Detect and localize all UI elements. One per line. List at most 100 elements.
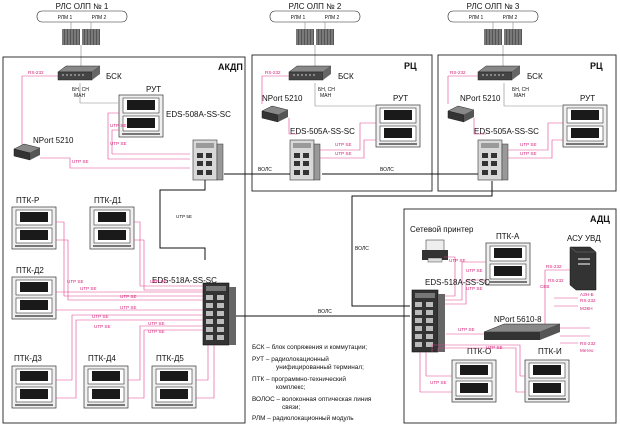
svg-text:БН, СН: БН, СН bbox=[512, 87, 529, 93]
svg-text:ПТК-Д3: ПТК-Д3 bbox=[14, 354, 42, 363]
rc2-rut: РУТ bbox=[562, 94, 608, 148]
svg-text:РУТ: РУТ bbox=[393, 94, 408, 103]
radar-1-rlm-2: РЛМ 2 bbox=[92, 15, 107, 21]
svg-text:UTP SE: UTP SE bbox=[110, 123, 127, 128]
svg-text:СЕВ: СЕВ bbox=[540, 284, 549, 289]
adc-ptk-a: ПТК-А bbox=[485, 232, 531, 286]
svg-text:БН, СН: БН, СН bbox=[318, 87, 335, 93]
svg-text:UTP SE: UTP SE bbox=[120, 305, 137, 310]
rc1-rut: РУТ bbox=[375, 94, 421, 148]
radar-3: РЛС ОЛП № 3 РЛМ 1 РЛМ 2 bbox=[447, 2, 539, 46]
rc1-frame bbox=[251, 54, 433, 192]
svg-text:БСК: БСК bbox=[106, 72, 122, 81]
svg-text:ПТК-Р: ПТК-Р bbox=[16, 196, 39, 205]
svg-text:РУТ: РУТ bbox=[580, 94, 595, 103]
svg-text:UTP SE: UTP SE bbox=[335, 142, 352, 147]
svg-text:МАН: МАН bbox=[514, 93, 526, 99]
svg-text:ПТК-Д1: ПТК-Д1 bbox=[94, 196, 122, 205]
akdp-eds-small bbox=[192, 139, 224, 181]
svg-text:UTP SE: UTP SE bbox=[520, 151, 537, 156]
svg-text:UTP SE: UTP SE bbox=[520, 142, 537, 147]
akdp-nport: NPort 5210 bbox=[13, 136, 74, 161]
svg-text:ПТК-О: ПТК-О bbox=[467, 347, 491, 356]
legend-line-5: комплекс; bbox=[276, 384, 306, 391]
svg-text:БСК: БСК bbox=[527, 72, 543, 81]
rc1-eds-label: EDS-505A-SS-SC bbox=[290, 127, 355, 136]
adc-eds-label: EDS-518A-SS-SC bbox=[425, 278, 490, 287]
svg-text:RS-232: RS-232 bbox=[548, 278, 564, 283]
rc2-nport: NPort 5210 bbox=[447, 94, 501, 123]
svg-text:UTP SE: UTP SE bbox=[335, 151, 352, 156]
svg-text:NPort 5210: NPort 5210 bbox=[33, 136, 74, 145]
rc2-frame bbox=[437, 54, 617, 192]
adc-name: АДЦ bbox=[590, 214, 610, 224]
svg-text:UTP SE: UTP SE bbox=[148, 329, 165, 334]
adc-printer bbox=[422, 239, 448, 263]
radar-3-rlm-2: РЛМ 2 bbox=[503, 15, 518, 21]
legend-line-8: РЛМ – радиолокационный модуль bbox=[252, 414, 354, 422]
akdp-bsk: БСК bbox=[57, 65, 122, 81]
svg-text:UTP SE: UTP SE bbox=[458, 327, 475, 332]
rc1-bsk: БСК bbox=[288, 65, 354, 81]
svg-text:UTP SE: UTP SE bbox=[150, 279, 167, 284]
svg-text:UTP SE: UTP SE bbox=[466, 286, 483, 291]
legend: БСК – блок сопряжения и коммутации; РУТ … bbox=[252, 343, 372, 422]
ptk-d2: ПТК-Д2 bbox=[11, 266, 57, 320]
svg-text:UTP SE: UTP SE bbox=[449, 258, 466, 263]
svg-text:ВОЛС: ВОЛС bbox=[380, 167, 394, 173]
rc2-name: РЦ bbox=[590, 61, 603, 71]
svg-text:БСК: БСК bbox=[338, 72, 354, 81]
svg-text:RS-232: RS-232 bbox=[28, 70, 44, 75]
legend-line-1: БСК – блок сопряжения и коммутации; bbox=[252, 343, 367, 351]
svg-text:UTP SE: UTP SE bbox=[430, 380, 447, 385]
ptk-r: ПТК-Р bbox=[11, 196, 57, 250]
legend-line-4: ПТК – программно-технический bbox=[252, 375, 346, 383]
legend-line-6: ВОЛОС – волоконная оптическая линия bbox=[252, 396, 372, 403]
legend-line-7: связи; bbox=[282, 404, 300, 411]
adc-ptk-o: ПТК-О bbox=[451, 347, 497, 403]
svg-text:RS-232: RS-232 bbox=[580, 341, 596, 346]
akdp-frame bbox=[2, 56, 246, 424]
akdp-name: АКДП bbox=[218, 62, 243, 72]
svg-text:RS-232: RS-232 bbox=[265, 70, 281, 75]
svg-text:UTP SE: UTP SE bbox=[67, 279, 84, 284]
radar-2-title: РЛС ОЛП № 2 bbox=[289, 2, 342, 11]
svg-text:EDS-518A-SS-SC: EDS-518A-SS-SC bbox=[152, 276, 217, 285]
adc-eds bbox=[411, 289, 446, 353]
legend-line-2: РУТ – радиолокационный bbox=[252, 355, 329, 363]
akdp-eds-small-label: EDS-508A-SS-SC bbox=[166, 110, 231, 119]
rc1-nport: NPort 5210 bbox=[261, 94, 303, 123]
adc-ptk-i: ПТК-И bbox=[524, 347, 570, 403]
svg-text:ПТК-Д4: ПТК-Д4 bbox=[88, 354, 116, 363]
svg-text:RS-232: RS-232 bbox=[450, 70, 466, 75]
adc-asu: АСУ УВД bbox=[567, 234, 601, 291]
svg-text:UTP SE: UTP SE bbox=[148, 321, 165, 326]
svg-text:UTP SE: UTP SE bbox=[94, 324, 111, 329]
rc1-name: РЦ bbox=[404, 61, 417, 71]
svg-text:UTP SE: UTP SE bbox=[80, 286, 97, 291]
svg-text:UTP SE: UTP SE bbox=[72, 159, 89, 164]
svg-text:БН, СН: БН, СН bbox=[72, 87, 89, 93]
svg-text:NPort 5210: NPort 5210 bbox=[460, 94, 501, 103]
radar-1-rlm-1: РЛМ 1 bbox=[58, 15, 73, 21]
svg-text:ВОЛС: ВОЛС bbox=[318, 309, 332, 315]
svg-text:UTP SE: UTP SE bbox=[92, 314, 109, 319]
svg-text:UTP SE: UTP SE bbox=[466, 268, 483, 273]
svg-text:ПТК-Д2: ПТК-Д2 bbox=[16, 266, 44, 275]
radar-1: РЛС ОЛП № 1 РЛМ 1 РЛМ 2 bbox=[36, 2, 128, 46]
radar-2: РЛС ОЛП № 2 РЛМ 1 РЛМ 2 bbox=[269, 2, 361, 46]
ptk-d1: ПТК-Д1 bbox=[89, 196, 135, 250]
rc2-eds-label: EDS-505A-SS-SC bbox=[474, 127, 539, 136]
adc-printer-label: Сетевой принтер bbox=[410, 225, 474, 234]
legend-line-3: унифицированный терминал; bbox=[276, 363, 364, 371]
svg-text:МЗКН: МЗКН bbox=[580, 306, 593, 311]
svg-text:UTP SE: UTP SE bbox=[120, 294, 137, 299]
ptk-d3: ПТК-Д3 bbox=[11, 354, 57, 409]
radar-3-title: РЛС ОЛП № 3 bbox=[467, 2, 520, 11]
svg-text:РУТ: РУТ bbox=[146, 85, 161, 94]
rc1-eds bbox=[289, 139, 321, 181]
svg-text:NPort 5210: NPort 5210 bbox=[262, 94, 303, 103]
rc2-eds bbox=[477, 139, 509, 181]
ptk-d4: ПТК-Д4 bbox=[83, 354, 129, 409]
